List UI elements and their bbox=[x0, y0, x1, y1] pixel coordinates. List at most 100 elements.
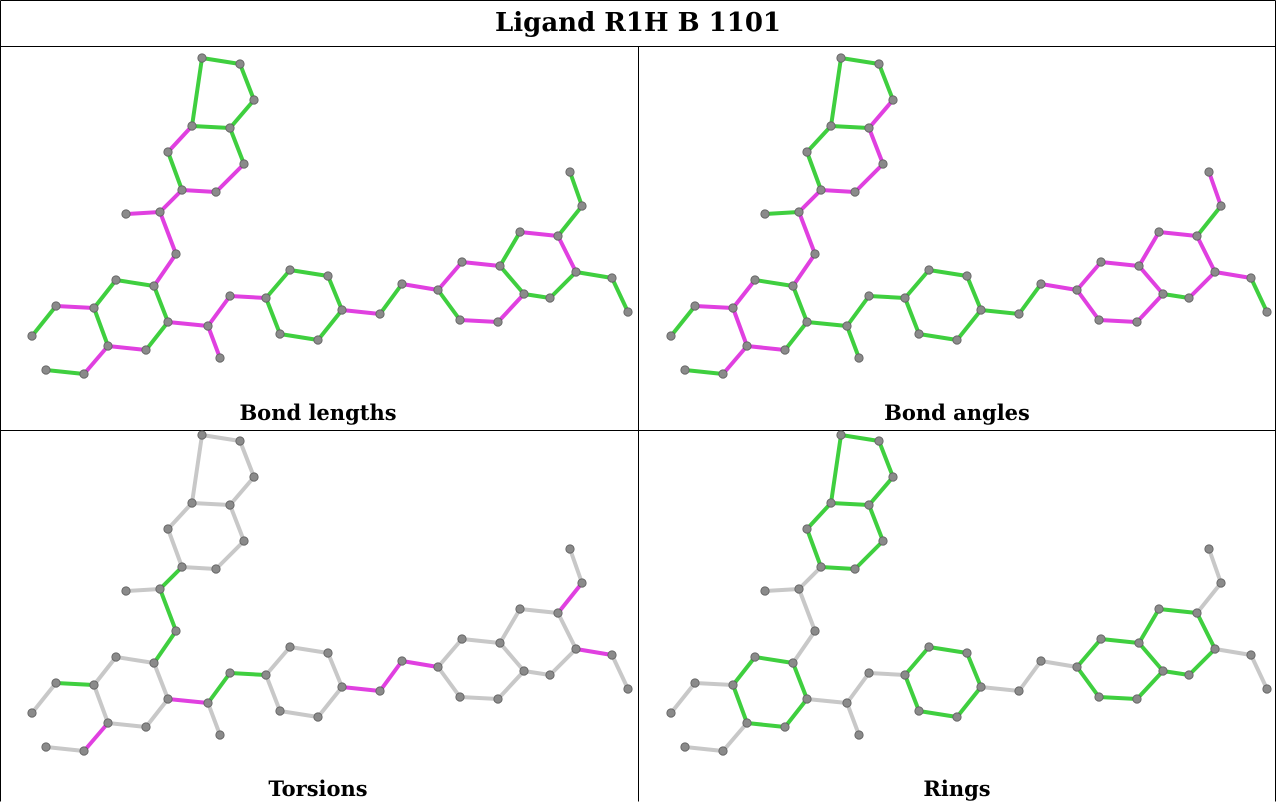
atom bbox=[864, 291, 874, 301]
atom bbox=[900, 670, 910, 680]
bond bbox=[1195, 581, 1223, 615]
panel-label-rings: Rings bbox=[923, 776, 991, 801]
bond bbox=[1137, 230, 1161, 268]
bond bbox=[805, 150, 823, 192]
bond bbox=[166, 320, 210, 328]
atom bbox=[397, 279, 407, 289]
atom bbox=[79, 369, 89, 379]
bond bbox=[518, 607, 560, 615]
bond bbox=[496, 292, 526, 324]
bond bbox=[228, 475, 256, 507]
bond bbox=[190, 56, 204, 128]
atom bbox=[515, 604, 525, 614]
atom bbox=[1210, 267, 1220, 277]
atom bbox=[211, 187, 221, 197]
atom bbox=[141, 722, 151, 732]
atom bbox=[225, 668, 235, 678]
bond bbox=[556, 234, 578, 274]
atom bbox=[607, 650, 617, 660]
bond bbox=[839, 433, 881, 443]
atom bbox=[457, 634, 467, 644]
bond bbox=[556, 204, 584, 238]
bond bbox=[568, 547, 584, 585]
bond bbox=[1195, 234, 1217, 274]
atom bbox=[802, 524, 812, 534]
atom bbox=[225, 123, 235, 133]
bond bbox=[30, 304, 58, 338]
bond bbox=[955, 685, 983, 719]
bond bbox=[1137, 641, 1165, 673]
bond bbox=[763, 587, 801, 593]
atom bbox=[275, 706, 285, 716]
atom bbox=[623, 684, 633, 694]
atom bbox=[375, 309, 385, 319]
bond bbox=[829, 56, 843, 128]
bond bbox=[278, 709, 320, 719]
bond bbox=[819, 565, 857, 571]
bond bbox=[166, 501, 194, 531]
bond bbox=[1017, 282, 1043, 316]
bond bbox=[783, 320, 809, 352]
bond bbox=[669, 681, 697, 715]
atom bbox=[816, 562, 826, 572]
bond bbox=[797, 587, 817, 633]
atom bbox=[571, 644, 581, 654]
atom bbox=[1158, 289, 1168, 299]
bond bbox=[917, 332, 959, 342]
bond bbox=[378, 659, 404, 693]
bond bbox=[1135, 669, 1165, 701]
atom bbox=[121, 209, 131, 219]
atom bbox=[285, 642, 295, 652]
bond bbox=[845, 294, 871, 328]
atom bbox=[103, 341, 113, 351]
bond bbox=[166, 527, 184, 569]
bond bbox=[745, 721, 787, 729]
bond bbox=[190, 124, 232, 130]
atom bbox=[1096, 634, 1106, 644]
atom bbox=[1246, 273, 1256, 283]
bond bbox=[791, 284, 809, 324]
bond bbox=[797, 210, 817, 256]
bond bbox=[1207, 170, 1223, 208]
atom bbox=[1096, 257, 1106, 267]
atom bbox=[1192, 231, 1202, 241]
bond bbox=[574, 270, 614, 280]
atom bbox=[571, 267, 581, 277]
bond bbox=[1187, 270, 1217, 300]
atom bbox=[1204, 544, 1214, 554]
bond bbox=[955, 308, 983, 342]
bond bbox=[1099, 637, 1141, 645]
atom bbox=[680, 742, 690, 752]
bond bbox=[206, 671, 232, 705]
bond bbox=[753, 278, 795, 288]
bond bbox=[548, 647, 578, 677]
bond bbox=[378, 282, 404, 316]
atom bbox=[826, 121, 836, 131]
bond bbox=[498, 641, 526, 673]
bond bbox=[1213, 270, 1253, 280]
atom bbox=[163, 147, 173, 157]
bond bbox=[693, 681, 735, 687]
bond bbox=[152, 284, 170, 324]
atom bbox=[802, 694, 812, 704]
bond bbox=[44, 368, 86, 376]
bond bbox=[903, 268, 931, 300]
atom bbox=[742, 341, 752, 351]
bond bbox=[556, 581, 584, 615]
atom bbox=[111, 652, 121, 662]
bond bbox=[965, 651, 983, 689]
bond bbox=[518, 230, 560, 238]
atom bbox=[962, 271, 972, 281]
atom bbox=[794, 584, 804, 594]
atom bbox=[666, 331, 676, 341]
bond bbox=[228, 126, 246, 166]
bond bbox=[498, 607, 522, 645]
atom bbox=[1246, 650, 1256, 660]
atom bbox=[1014, 686, 1024, 696]
atom bbox=[1154, 604, 1164, 614]
bond bbox=[1195, 204, 1223, 238]
atom bbox=[1132, 317, 1142, 327]
bond bbox=[92, 655, 118, 687]
atom bbox=[225, 291, 235, 301]
atom bbox=[457, 257, 467, 267]
